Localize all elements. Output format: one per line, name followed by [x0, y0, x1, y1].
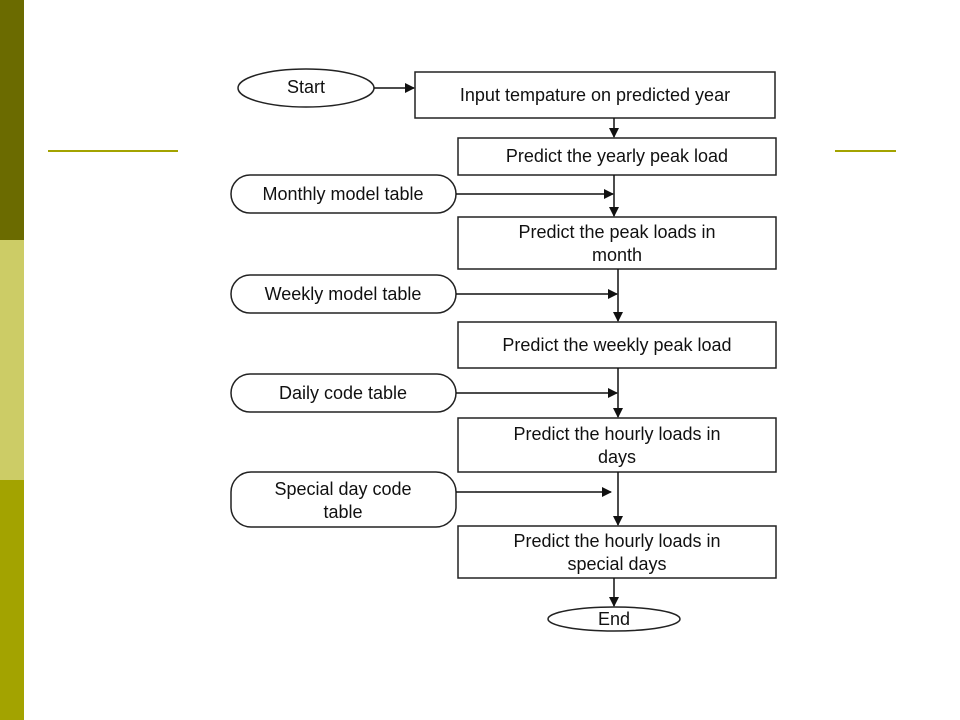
- step-weekly-peak-label: Predict the weekly peak load: [502, 335, 731, 355]
- input-special-day-code-table-label-line2: table: [323, 502, 362, 522]
- input-daily-code-table-label: Daily code table: [279, 383, 407, 403]
- input-monthly-model-table-label: Monthly model table: [262, 184, 423, 204]
- step-input-temperature: [414, 71, 776, 119]
- step-hourly-days: [457, 417, 777, 473]
- slide-accent-bar-top: [0, 0, 24, 240]
- end-label: End: [598, 609, 630, 629]
- input-weekly-model-table-label: Weekly model table: [265, 284, 422, 304]
- title-rule-right: [835, 150, 896, 152]
- step-hourly-days-label-line2: days: [598, 447, 636, 467]
- step-monthly-peak: [457, 216, 777, 270]
- input-special-day-code-table: [230, 471, 457, 528]
- step-weekly-peak: [457, 321, 777, 369]
- step-yearly-peak: [457, 137, 777, 176]
- step-hourly-special: [457, 525, 777, 579]
- slide-accent-bar-middle: [0, 240, 24, 480]
- slide-accent-bar-bottom: [0, 480, 24, 720]
- start-label: Start: [287, 77, 325, 97]
- step-input-temperature-label: Input tempature on predicted year: [460, 85, 730, 105]
- step-monthly-peak-label-line1: Predict the peak loads in: [518, 222, 715, 242]
- title-rule-left: [48, 150, 178, 152]
- step-hourly-special-label-line1: Predict the hourly loads in: [513, 531, 720, 551]
- step-hourly-days-label-line1: Predict the hourly loads in: [513, 424, 720, 444]
- step-monthly-peak-label-line2: month: [592, 245, 642, 265]
- end-node: [547, 606, 681, 632]
- step-hourly-special-label-line2: special days: [567, 554, 666, 574]
- input-special-day-code-table-label-line1: Special day code: [274, 479, 411, 499]
- step-yearly-peak-label: Predict the yearly peak load: [506, 146, 728, 166]
